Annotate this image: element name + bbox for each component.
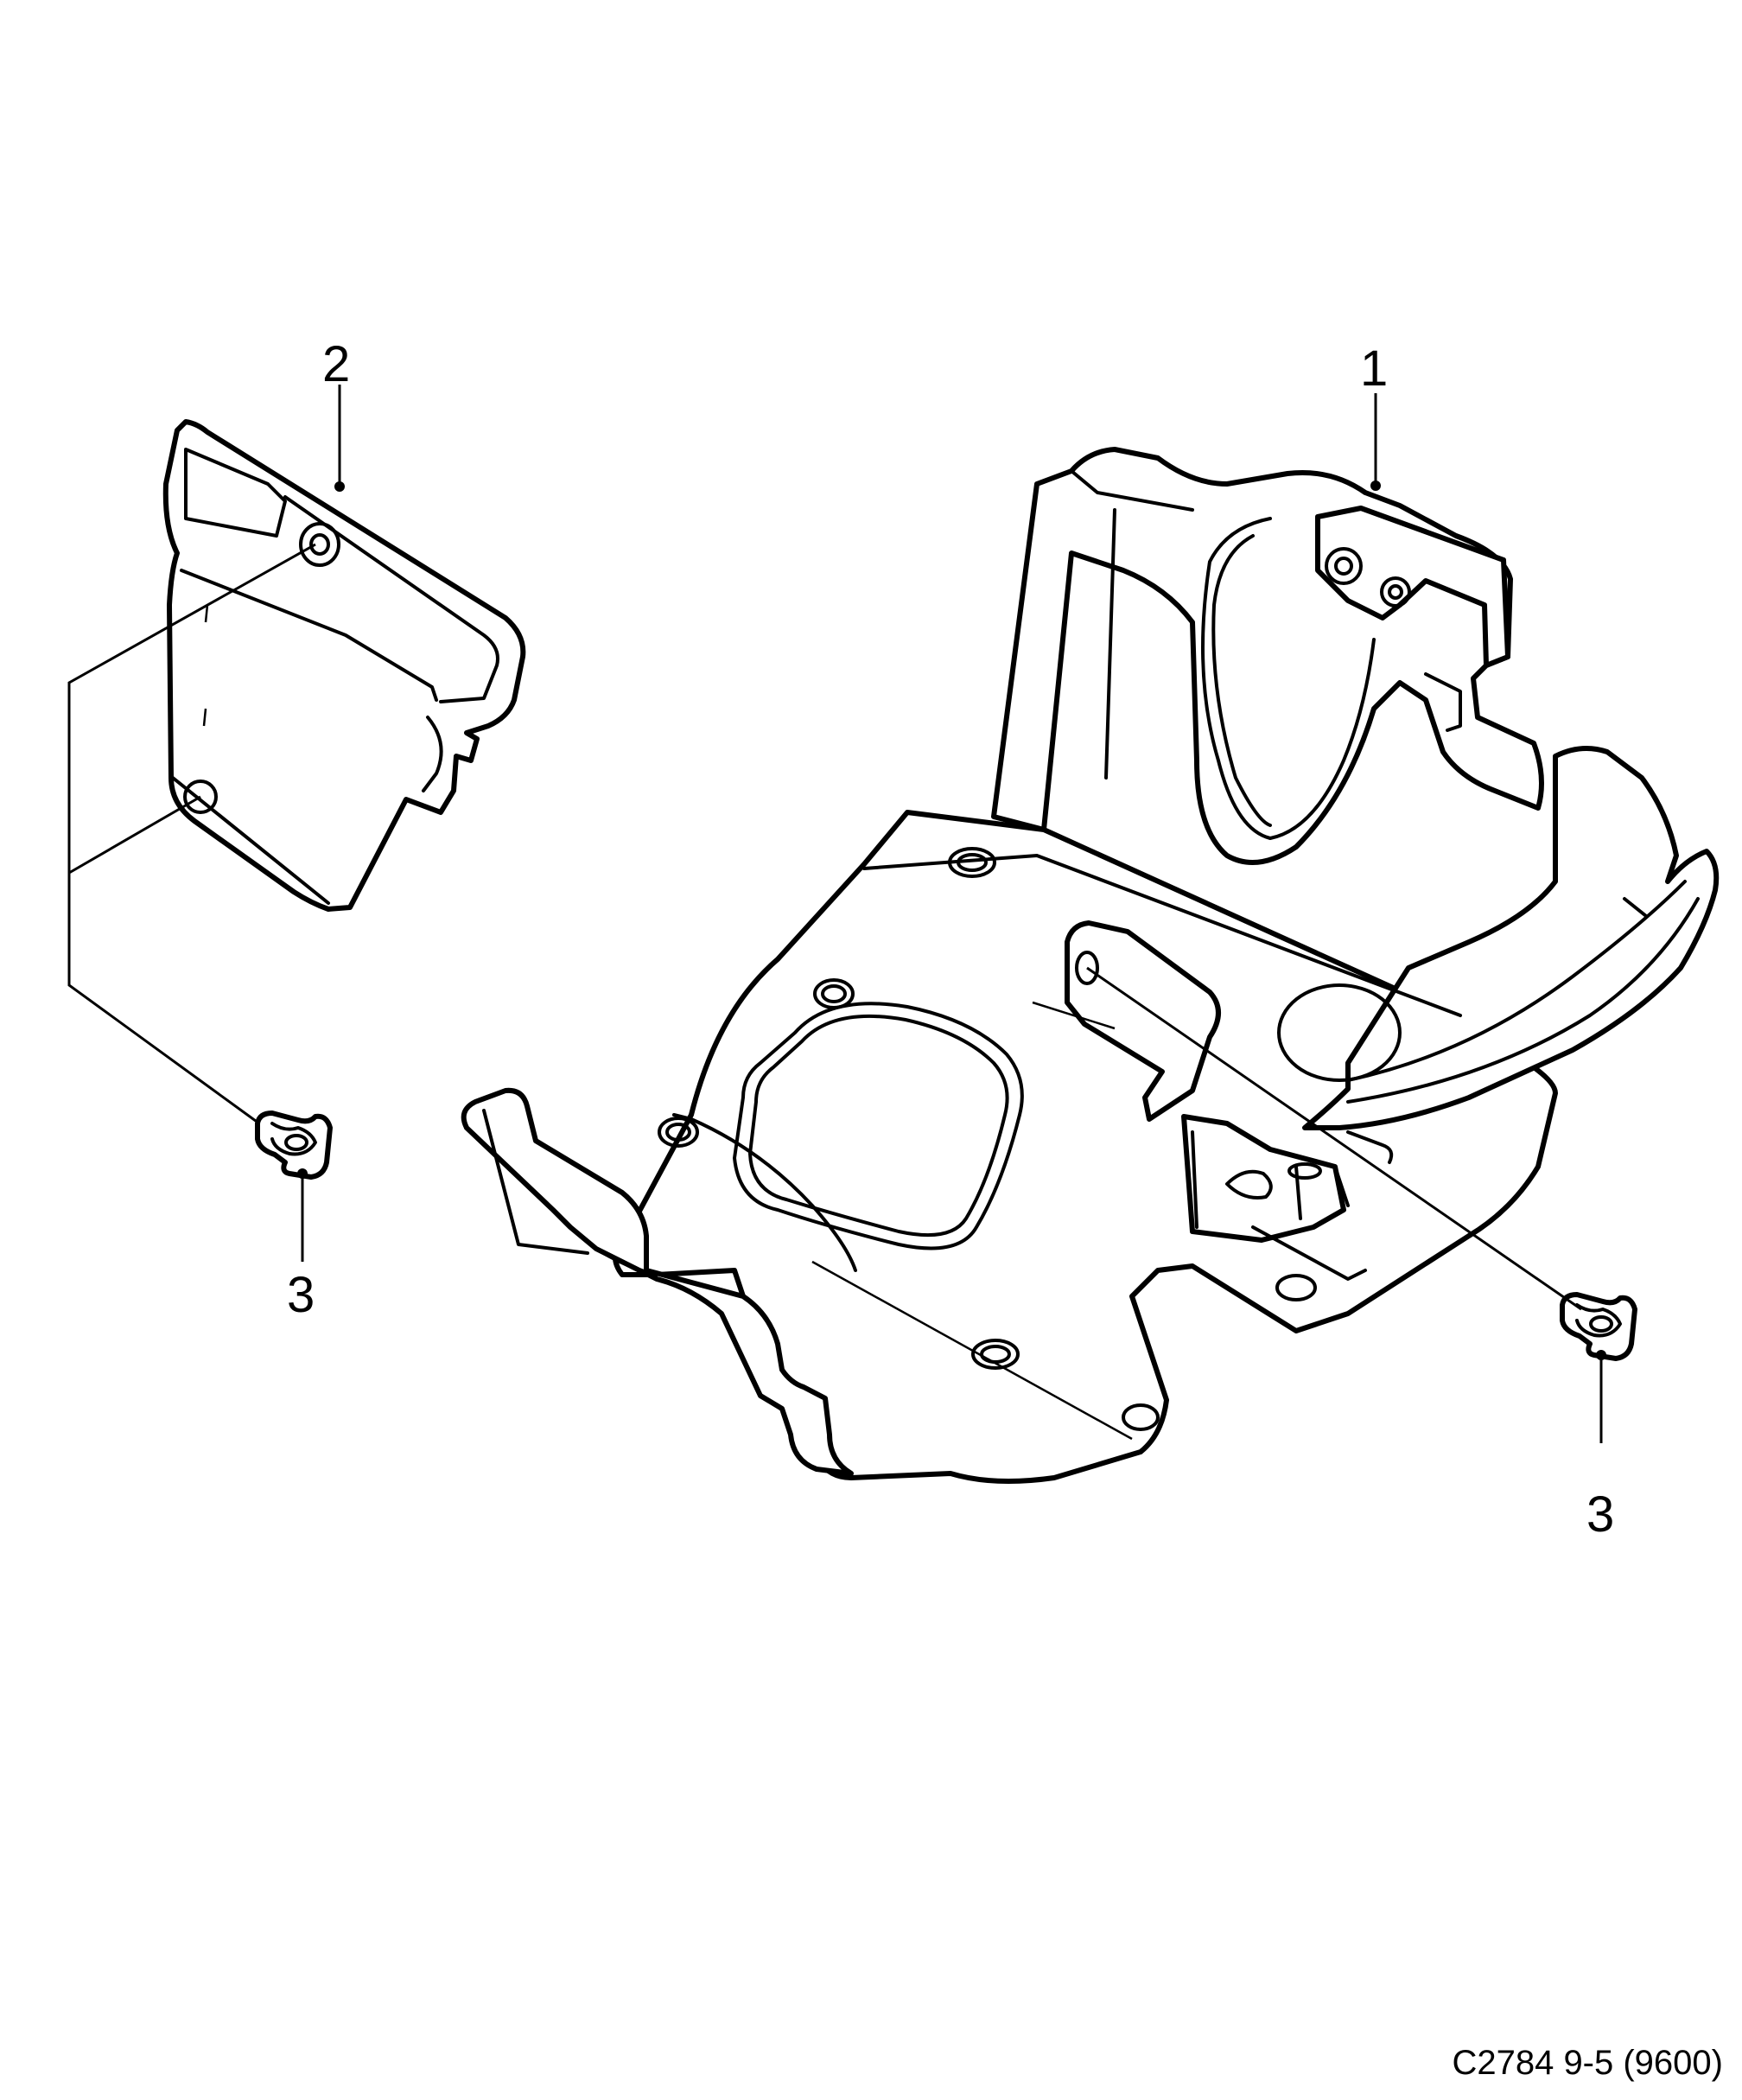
part-1-main-cover	[461, 447, 1720, 1484]
leader-lines	[67, 385, 1606, 1443]
part-3-clip-left	[255, 1110, 333, 1180]
callout-part-2: 2	[322, 336, 351, 392]
part-2-side-cover	[162, 419, 526, 912]
callout-part-3-left: 3	[287, 1267, 315, 1323]
callout-part-1: 1	[1360, 340, 1389, 397]
part-3-clip-right	[1560, 1292, 1637, 1361]
callout-part-3-right: 3	[1586, 1486, 1615, 1543]
drawing-reference-code: C2784 9-5 (9600)	[1452, 2044, 1723, 2082]
